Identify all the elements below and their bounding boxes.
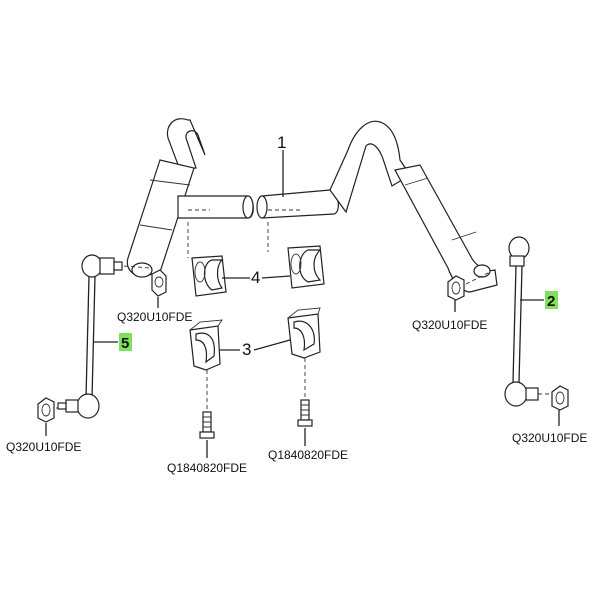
bolt-left bbox=[199, 411, 215, 439]
callout-2-highlight bbox=[545, 291, 558, 309]
callout-3: 3 bbox=[242, 340, 251, 359]
callout-2: 2 bbox=[547, 293, 555, 310]
part-code-nut-left-top: Q320U10FDE bbox=[117, 310, 192, 324]
nut-right-top bbox=[447, 275, 465, 301]
part-code-bolt-right: Q1840820FDE bbox=[268, 448, 348, 462]
part-code-nut-right-bottom: Q320U10FDE bbox=[512, 431, 587, 445]
callout-1: 1 bbox=[277, 133, 286, 152]
bushing-left bbox=[191, 255, 227, 297]
part-code-bolt-left: Q1840820FDE bbox=[167, 461, 247, 475]
bracket-left bbox=[189, 319, 223, 371]
callout-4: 4 bbox=[251, 268, 260, 287]
bolt-right bbox=[297, 399, 313, 427]
callout-5: 5 bbox=[121, 335, 129, 352]
bushing-right bbox=[287, 245, 325, 289]
nut-left-bottom bbox=[37, 397, 55, 423]
stabilizer-bar bbox=[126, 118, 498, 293]
stabilizer-link-right bbox=[504, 236, 539, 407]
callout-5-highlight bbox=[119, 333, 132, 351]
bracket-right bbox=[287, 307, 321, 359]
stabilizer-link-left bbox=[57, 254, 123, 419]
nut-right-bottom bbox=[551, 385, 569, 411]
nut-left-top bbox=[151, 269, 167, 297]
part-code-nut-left-bottom: Q320U10FDE bbox=[6, 440, 81, 454]
part-code-nut-right-top: Q320U10FDE bbox=[412, 318, 487, 332]
